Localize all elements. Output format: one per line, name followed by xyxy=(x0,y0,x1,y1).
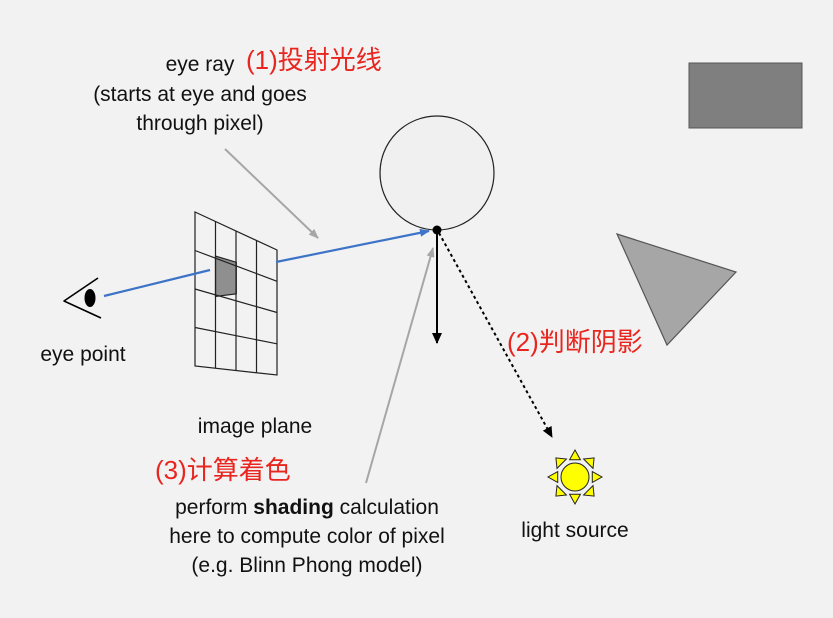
image-plane-grid xyxy=(194,211,278,376)
eye-ray-segment-2 xyxy=(275,228,430,264)
shadow-ray xyxy=(438,232,553,438)
triangle-object xyxy=(615,233,738,347)
shading-description-line-3: (e.g. Blinn Phong model) xyxy=(191,554,423,577)
eye-ray-segment-1 xyxy=(103,268,211,298)
shading-bold-text: shading xyxy=(253,496,334,519)
shading-pre-text: perform xyxy=(175,496,254,519)
eye-ray-cn-label: (1)投射光线 xyxy=(246,45,382,75)
sphere-object xyxy=(379,115,495,231)
shading-description-line-1: perform shading calculation xyxy=(117,493,497,522)
hit-point xyxy=(432,225,442,235)
eye-icon xyxy=(63,277,102,319)
eye-ray-description-line-2: through pixel) xyxy=(136,112,264,135)
eye-point-label: eye point xyxy=(40,343,126,366)
box-object xyxy=(688,62,803,129)
shading-post-text: calculation xyxy=(333,496,439,519)
shading-cn-label: (3)计算着色 xyxy=(155,455,291,485)
light-source-label: light source xyxy=(521,519,629,542)
eye-ray-description-line-1: (starts at eye and goes xyxy=(93,83,307,106)
eye-ray-pointer-arrow xyxy=(224,148,319,239)
shading-pointer-arrow xyxy=(365,247,435,484)
shadow-cn-label: (2)判断阴影 xyxy=(507,327,643,357)
image-plane-label: image plane xyxy=(197,415,313,438)
eye-ray-label: eye ray xyxy=(165,53,235,76)
sun-icon xyxy=(546,448,604,506)
shading-description-line-2: here to compute color of pixel xyxy=(169,525,445,548)
